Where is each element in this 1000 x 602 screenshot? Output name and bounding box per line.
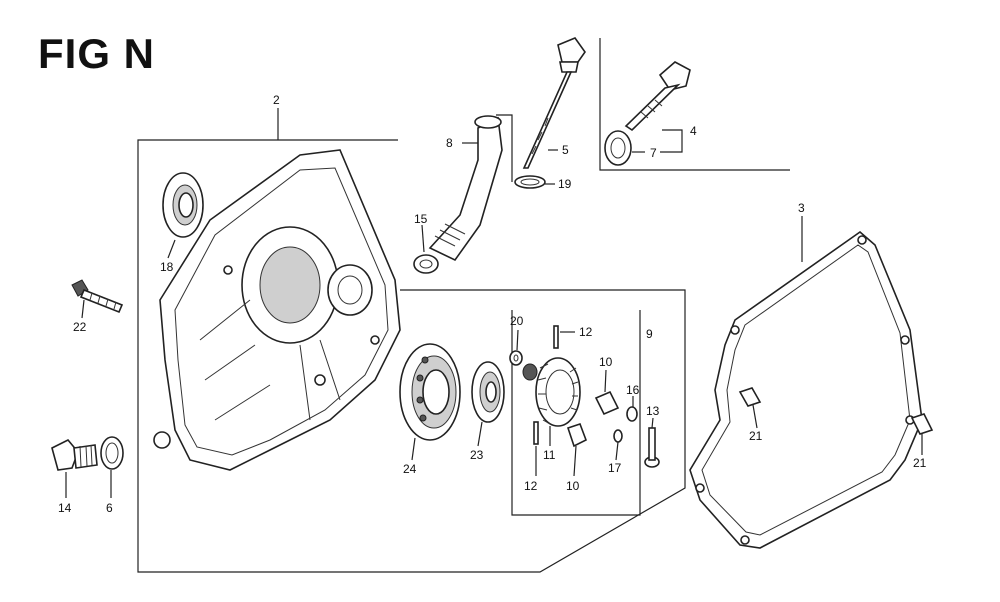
- leader-22: [81, 299, 85, 319]
- callout-14: 14: [58, 501, 72, 515]
- ball-bearing: [399, 343, 461, 441]
- leader-4-bracket: [660, 129, 683, 153]
- washer-20: [509, 350, 523, 366]
- callout-22: 22: [73, 320, 87, 334]
- callout-8: 8: [446, 136, 453, 150]
- leader-13: [651, 417, 654, 429]
- leader-8-bracket: [496, 114, 513, 182]
- callout-19: 19: [558, 177, 572, 191]
- callout-2: 2: [273, 93, 280, 107]
- group-bracket-main: [137, 139, 686, 573]
- pin-12-upper: [553, 325, 559, 349]
- leader-10-lower: [573, 445, 577, 477]
- leader-20: [516, 329, 519, 351]
- callout-15: 15: [414, 212, 428, 226]
- group-bracket-pump: [511, 310, 641, 516]
- callout-7: 7: [650, 146, 657, 160]
- callout-4: 4: [690, 124, 697, 138]
- dipstick-variant: [624, 61, 691, 132]
- o-ring-15: [413, 254, 439, 274]
- callout-5: 5: [562, 143, 569, 157]
- callout-21b: 21: [913, 456, 927, 470]
- oil-seal-23: [471, 361, 505, 423]
- flange-bolt: [71, 279, 124, 314]
- callout-9: 9: [646, 327, 653, 341]
- callout-24: 24: [403, 462, 417, 476]
- callout-17: 17: [608, 461, 622, 475]
- group-bracket-dipstick-variant: [599, 38, 790, 171]
- leader-24: [411, 437, 416, 461]
- washer-17: [613, 429, 623, 443]
- dowel-pin-1: [738, 387, 762, 407]
- oil-seal: [162, 172, 204, 238]
- drain-bolt: [51, 439, 98, 471]
- o-ring-19: [514, 175, 546, 189]
- leader-10-upper: [604, 369, 607, 393]
- callout-21a: 21: [749, 429, 763, 443]
- callout-10-upper: 10: [599, 355, 613, 369]
- crankcase-cover: [153, 149, 401, 471]
- pin-12-lower: [533, 421, 539, 445]
- pump-part-10-lower: [566, 422, 588, 448]
- dowel-pin-2: [910, 413, 934, 435]
- callout-3: 3: [798, 201, 805, 215]
- callout-11: 11: [543, 448, 556, 462]
- bolt-13: [644, 427, 660, 468]
- callout-13: 13: [646, 404, 660, 418]
- washer-16: [626, 406, 638, 422]
- leader-17: [615, 441, 619, 461]
- callout-18: 18: [160, 260, 174, 274]
- oil-dipstick: [522, 37, 586, 169]
- callout-20: 20: [510, 314, 524, 328]
- washer: [100, 436, 124, 470]
- leader-18: [167, 239, 176, 259]
- leader-15: [421, 224, 425, 253]
- callout-10-lower: 10: [566, 479, 580, 493]
- oil-filler-tube: [428, 115, 503, 262]
- leader-21a: [752, 404, 758, 429]
- o-ring-7: [604, 130, 632, 166]
- callout-23: 23: [470, 448, 484, 462]
- callout-16: 16: [626, 383, 640, 397]
- pump-part-10-upper: [594, 390, 620, 416]
- callout-12-upper: 12: [579, 325, 593, 339]
- leader-23: [477, 421, 483, 447]
- figure-title: FIG N: [38, 30, 155, 77]
- gasket: [689, 230, 923, 549]
- callout-12-lower: 12: [524, 479, 538, 493]
- oil-pump-rotor: [522, 357, 581, 427]
- callout-6: 6: [106, 501, 113, 515]
